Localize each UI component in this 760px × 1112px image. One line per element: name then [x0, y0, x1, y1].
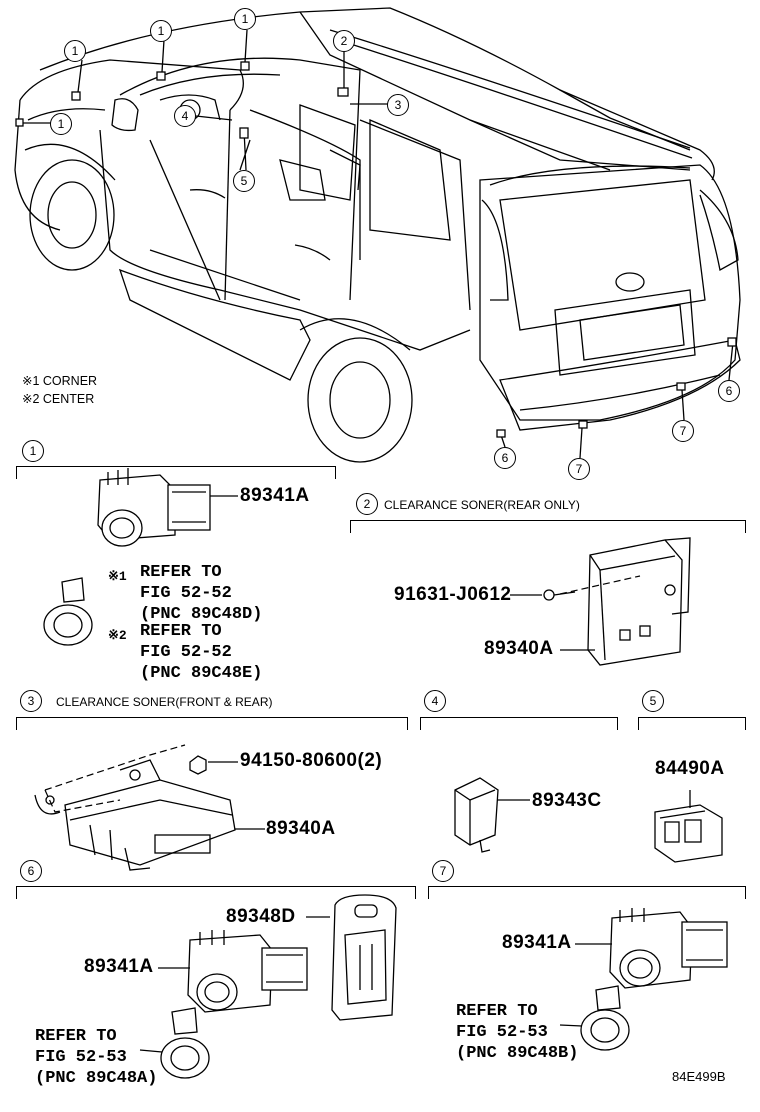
callout-6: 6: [718, 380, 740, 402]
section-3-bracket: [16, 717, 408, 730]
ref-line: REFER TO: [456, 1002, 538, 1021]
ref-line: FIG 52-53: [35, 1048, 127, 1067]
ref-line: REFER TO: [140, 622, 222, 641]
section-7-bracket: [428, 886, 746, 899]
section-1-bracket: [16, 466, 336, 479]
ref-line: REFER TO: [35, 1027, 117, 1046]
callout-7: 7: [672, 420, 694, 442]
vehicle-illustration: [14, 7, 741, 463]
part-89348D-label: 89348D: [226, 906, 296, 927]
section-6-number: 6: [20, 860, 42, 882]
sensor-89341A-section1-art: [43, 468, 238, 646]
callout-2: 2: [333, 30, 355, 52]
part-89340A-label: 89340A: [484, 638, 554, 659]
ref-line: REFER TO: [140, 563, 222, 582]
note-center: ※2 CENTER: [22, 392, 95, 406]
part-89340A-label: 89340A: [266, 818, 336, 839]
section-3-number: 3: [20, 690, 42, 712]
section-5-number: 5: [642, 690, 664, 712]
callout-1: 1: [64, 40, 86, 62]
callout-3: 3: [387, 94, 409, 116]
sensor-bracket-section6-art: [139, 894, 397, 1079]
figure-code: 84E499B: [672, 1069, 726, 1084]
switch-84490A-section5-art: [654, 790, 723, 863]
section-3-title: CLEARANCE SONER(FRONT & REAR): [56, 695, 273, 709]
note-corner: ※1 CORNER: [22, 374, 98, 388]
ref-line: (PNC 89C48A): [35, 1069, 158, 1088]
ref-mark-corner: ※1: [108, 569, 127, 584]
computer-89340A-section2-art: [510, 537, 691, 666]
section-7-number: 7: [432, 860, 454, 882]
sensor-section7-art: [559, 908, 728, 1051]
section-2-bracket: [350, 520, 746, 533]
ref-line: (PNC 89C48B): [456, 1044, 579, 1063]
callout-6: 6: [494, 447, 516, 469]
section-4-number: 4: [424, 690, 446, 712]
section-2-title: CLEARANCE SONER(REAR ONLY): [384, 498, 580, 512]
ref-line: FIG 52-52: [140, 584, 232, 603]
callout-7: 7: [568, 458, 590, 480]
section-2-number: 2: [356, 493, 378, 515]
section-4-bracket: [420, 717, 618, 730]
callout-1: 1: [234, 8, 256, 30]
section-1-number: 1: [22, 440, 44, 462]
ref-line: (PNC 89C48D): [140, 605, 263, 624]
ref-mark-center: ※2: [108, 628, 127, 643]
part-89341A-label: 89341A: [240, 485, 310, 506]
part-89341A-label: 89341A: [84, 956, 154, 977]
section-5-bracket: [638, 717, 746, 730]
callout-1: 1: [50, 113, 72, 135]
ref-line: (PNC 89C48E): [140, 664, 263, 683]
part-94150-80600-label: 94150-80600(2): [240, 750, 383, 771]
part-84490A-label: 84490A: [655, 758, 725, 779]
callout-4: 4: [174, 105, 196, 127]
callout-5: 5: [233, 170, 255, 192]
computer-89340A-section3-art: [34, 744, 265, 871]
section-6-bracket: [16, 886, 416, 899]
callout-1: 1: [150, 20, 172, 42]
switch-89343C-section4-art: [454, 777, 530, 853]
ref-line: FIG 52-52: [140, 643, 232, 662]
part-89343C-label: 89343C: [532, 790, 602, 811]
part-89341A-label: 89341A: [502, 932, 572, 953]
ref-line: FIG 52-53: [456, 1023, 548, 1042]
part-91631-J0612-label: 91631-J0612: [394, 584, 512, 605]
